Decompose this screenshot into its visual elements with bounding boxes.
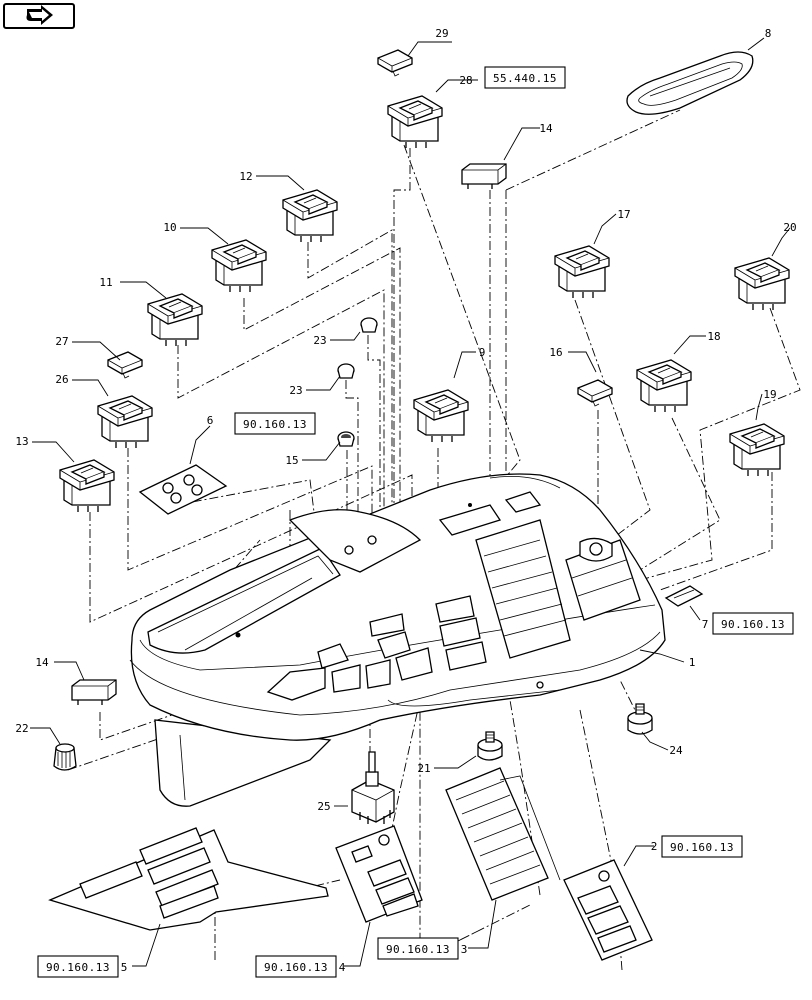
callout-19: 19 (763, 388, 776, 401)
callout-leaders (30, 37, 791, 967)
svg-text:55.440.15: 55.440.15 (493, 72, 557, 85)
reference-90-160-13-item-5[interactable]: 90.160.13 (37, 955, 119, 978)
navigation-button[interactable] (3, 3, 75, 29)
callout-11: 11 (99, 276, 112, 289)
reference-90-160-13-left[interactable]: 90.160.13 (234, 412, 316, 435)
reference-90-160-13-item-3[interactable]: 90.160.13 (377, 937, 459, 960)
callout-14-top: 14 (539, 122, 553, 135)
callout-6: 6 (207, 414, 214, 427)
callout-12: 12 (239, 170, 252, 183)
rocker-switch-19 (729, 423, 785, 477)
plug-15 (337, 431, 355, 447)
callout-24: 24 (669, 744, 683, 757)
callout-5: 5 (121, 961, 128, 974)
console-housing (129, 473, 666, 807)
rocker-switch-28 (387, 95, 443, 149)
switch-cap-27 (107, 351, 143, 379)
callout-18: 18 (707, 330, 720, 343)
rocker-switch-13 (59, 459, 115, 513)
callout-28: 28 (459, 74, 472, 87)
callout-16: 16 (549, 346, 562, 359)
callout-25: 25 (317, 800, 330, 813)
decal-3 (445, 767, 561, 901)
knob-22 (53, 743, 77, 771)
callout-13: 13 (15, 435, 28, 448)
callout-labels: 29 28 8 14 12 10 11 27 26 13 17 20 9 16 … (15, 27, 796, 974)
svg-text:90.160.13: 90.160.13 (721, 618, 785, 631)
bezel-8 (626, 51, 754, 115)
callout-3: 3 (461, 943, 468, 956)
plug-23-lower (337, 363, 355, 379)
rocker-switch-11 (147, 293, 203, 347)
callout-2: 2 (651, 840, 658, 853)
switch-cap-16 (577, 379, 613, 407)
callout-23-upper: 23 (313, 334, 326, 347)
switch-cap-29 (377, 49, 413, 77)
rocker-switch-9 (413, 389, 469, 443)
svg-text:90.160.13: 90.160.13 (243, 418, 307, 431)
knob-24 (627, 703, 653, 735)
callout-20: 20 (783, 221, 796, 234)
rocker-switch-10 (211, 239, 267, 293)
blank-plug-14-top (461, 163, 507, 190)
knob-21 (477, 731, 503, 761)
rocker-switch-20 (734, 257, 790, 311)
callout-21: 21 (417, 762, 430, 775)
callout-7: 7 (702, 618, 709, 631)
svg-text:90.160.13: 90.160.13 (46, 961, 110, 974)
decal-4 (335, 825, 423, 923)
rocker-switch-18 (636, 359, 692, 413)
reference-55-440-15[interactable]: 55.440.15 (484, 66, 566, 89)
rocker-switch-26 (97, 395, 153, 449)
callout-4: 4 (339, 961, 346, 974)
reference-90-160-13-item-4[interactable]: 90.160.13 (255, 955, 337, 978)
svg-text:90.160.13: 90.160.13 (386, 943, 450, 956)
svg-text:90.160.13: 90.160.13 (670, 841, 734, 854)
callout-10: 10 (163, 221, 176, 234)
reference-90-160-13-item-7[interactable]: 90.160.13 (712, 612, 794, 635)
rocker-switch-12 (282, 189, 338, 243)
plug-23-upper (360, 317, 378, 333)
clip-7 (664, 585, 704, 607)
decal-5 (48, 827, 329, 931)
callout-17: 17 (617, 208, 630, 221)
callout-29: 29 (435, 27, 448, 40)
callout-15: 15 (285, 454, 298, 467)
callout-22: 22 (15, 722, 28, 735)
decal-6 (138, 464, 228, 515)
callout-27: 27 (55, 335, 68, 348)
callout-8: 8 (765, 27, 772, 40)
callout-9: 9 (479, 346, 486, 359)
callout-23-lower: 23 (289, 384, 302, 397)
callout-26: 26 (55, 373, 68, 386)
navigation-arrow-icon (26, 5, 53, 25)
decal-2 (563, 859, 653, 961)
callout-1: 1 (689, 656, 696, 669)
callout-14-left: 14 (35, 656, 49, 669)
blank-plug-14-left (71, 679, 117, 706)
svg-text:90.160.13: 90.160.13 (264, 961, 328, 974)
rocker-switch-17 (554, 245, 610, 299)
reference-90-160-13-item-2[interactable]: 90.160.13 (661, 835, 743, 858)
toggle-switch-25 (351, 751, 395, 824)
